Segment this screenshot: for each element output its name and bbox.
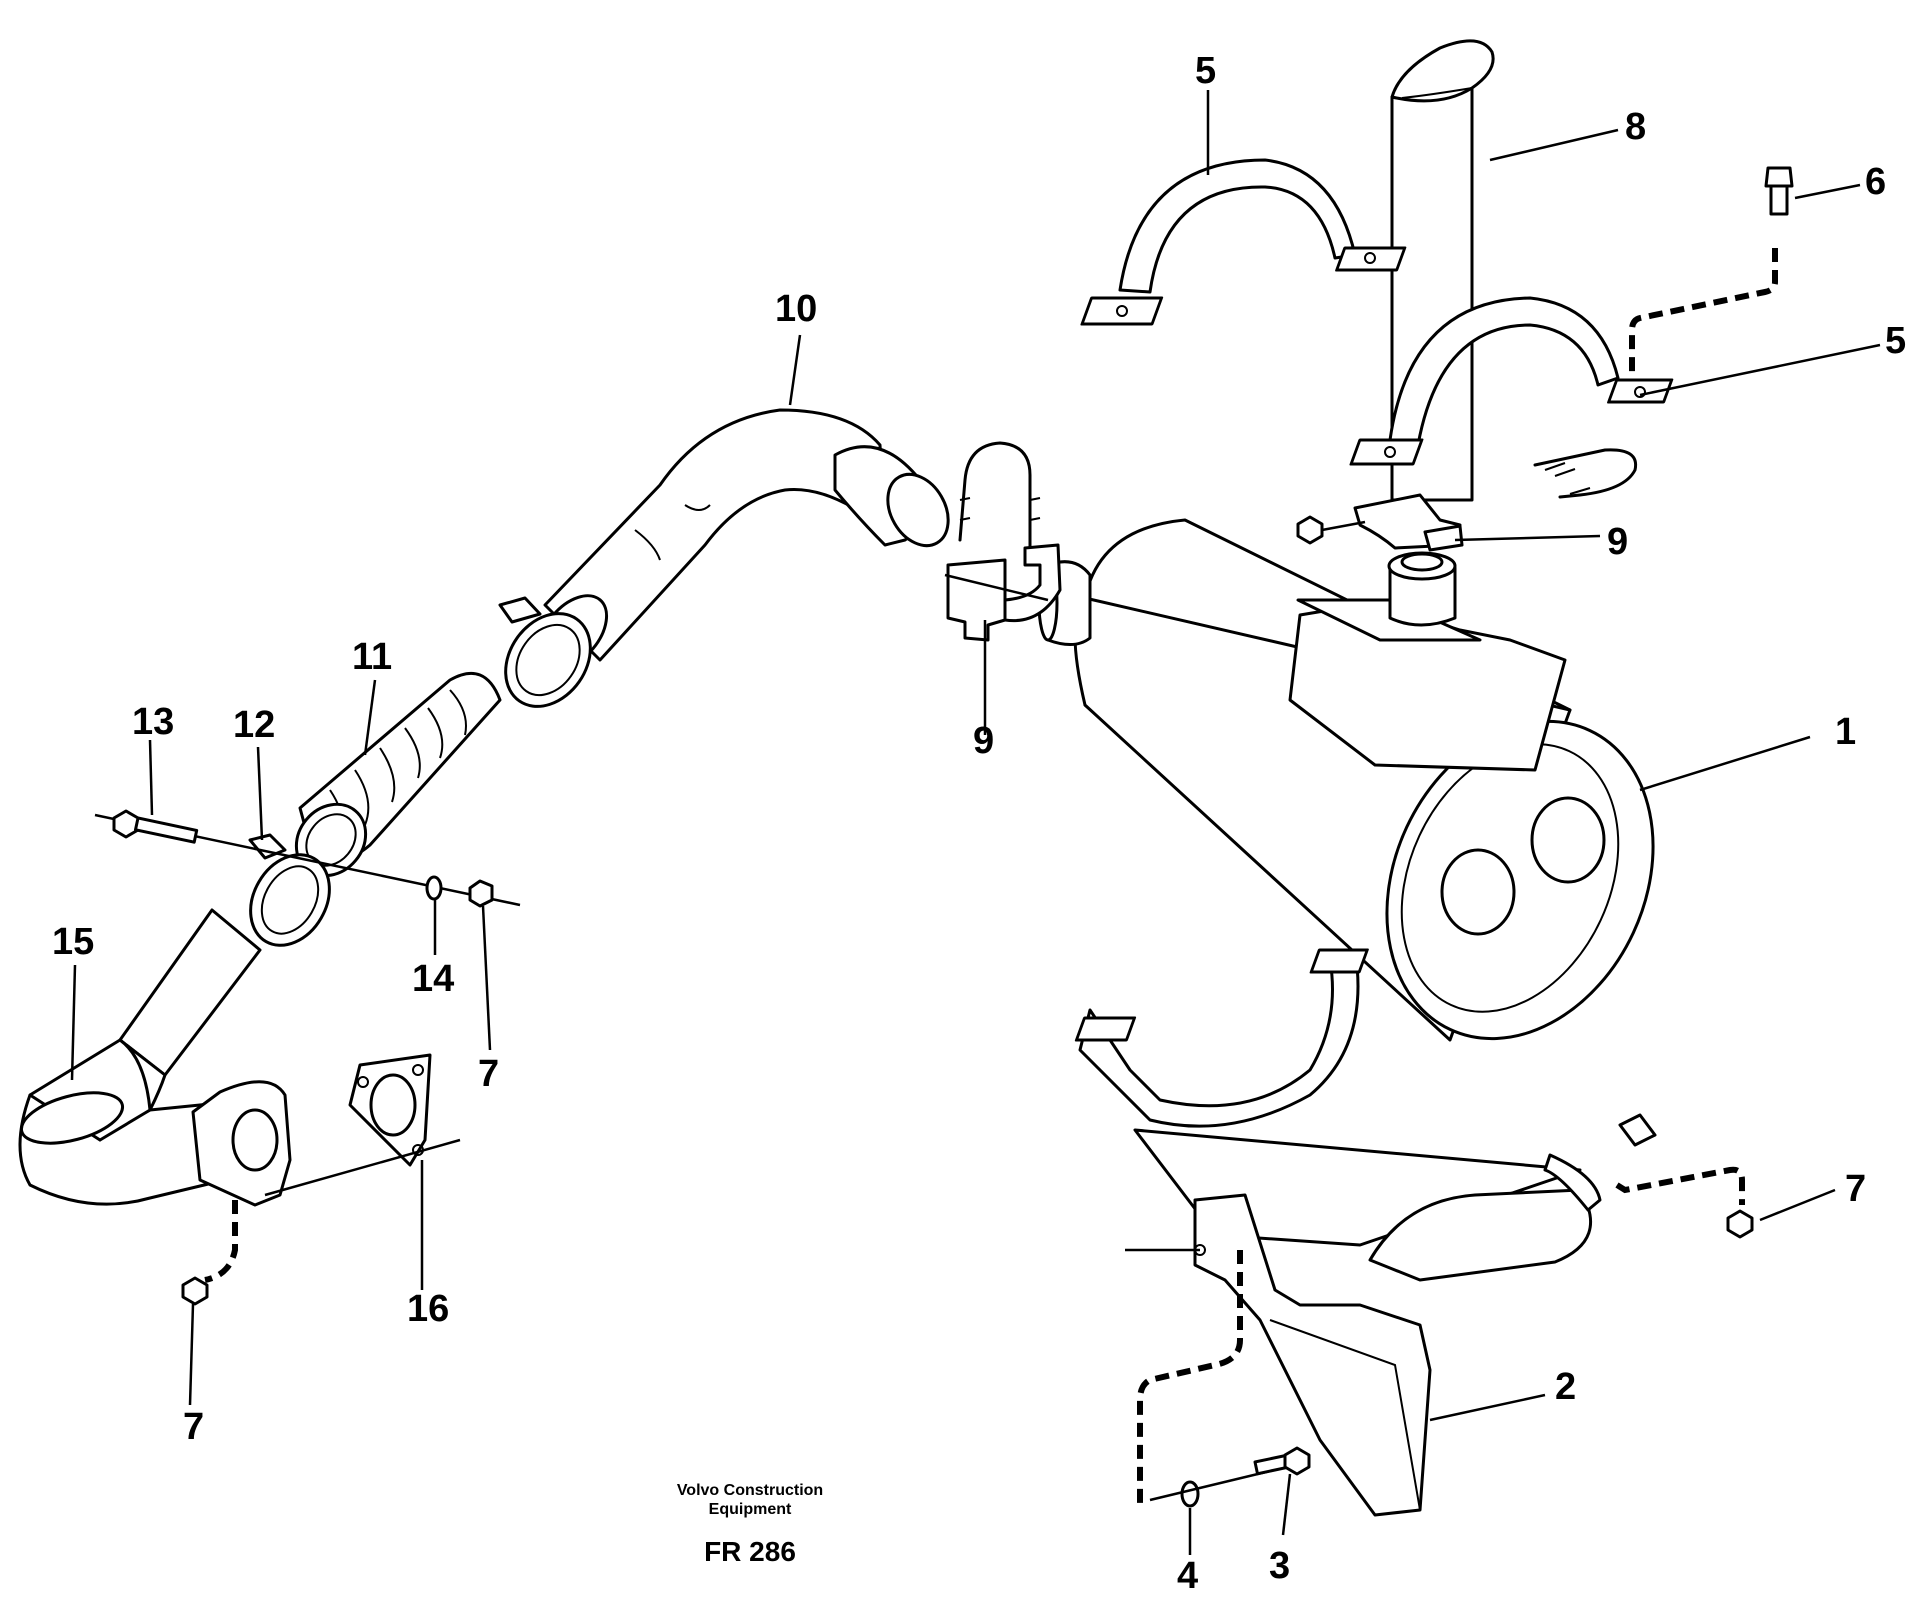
label-part-8: 8	[1625, 106, 1647, 148]
label-part-14: 14	[412, 958, 455, 1000]
bottom-fasteners-drawing	[1137, 1250, 1311, 1508]
clamp-fasteners-drawing	[94, 809, 521, 908]
label-part-9-left: 9	[973, 720, 995, 762]
lower-bracket-drawing	[1074, 948, 1657, 1517]
top-clamp-left-drawing	[1080, 158, 1407, 326]
label-part-5-top-right: 5	[1885, 320, 1907, 362]
label-part-15: 15	[52, 921, 95, 963]
label-part-7-bottom-left: 7	[183, 1406, 205, 1448]
label-part-10: 10	[775, 288, 818, 330]
label-part-5-top-left: 5	[1195, 50, 1217, 92]
u-bolt-right-drawing	[1296, 448, 1638, 552]
label-part-1: 1	[1835, 711, 1857, 753]
company-line-1: Volvo Construction	[676, 1482, 824, 1499]
label-part-4: 4	[1177, 1555, 1199, 1597]
label-part-16: 16	[407, 1288, 450, 1330]
top-clamp-right-drawing	[1349, 296, 1674, 466]
company-line-2: Equipment	[708, 1501, 792, 1518]
label-part-6: 6	[1865, 161, 1887, 203]
screw-6-drawing	[1629, 166, 1794, 378]
company-caption: Volvo Construction Equipment	[590, 1481, 910, 1519]
u-bolt-left-drawing	[944, 441, 1062, 642]
muffler-drawing	[1037, 518, 1655, 1042]
pipe-bend-drawing	[537, 408, 950, 670]
label-part-13: 13	[132, 701, 175, 743]
label-part-2: 2	[1555, 1366, 1577, 1408]
hose-clamp-upper-drawing	[498, 596, 592, 708]
leader-lines	[70, 90, 1881, 1555]
label-part-3: 3	[1269, 1545, 1291, 1587]
label-part-7-middle: 7	[478, 1053, 500, 1095]
label-part-7-right: 7	[1845, 1168, 1867, 1210]
label-part-12: 12	[233, 704, 276, 746]
label-part-11: 11	[352, 636, 393, 678]
right-fastener-drawing	[1615, 1166, 1754, 1239]
flange-gasket-drawing	[181, 1053, 461, 1306]
label-part-9-right: 9	[1607, 521, 1629, 563]
reference-code: FR 286	[704, 1536, 796, 1567]
